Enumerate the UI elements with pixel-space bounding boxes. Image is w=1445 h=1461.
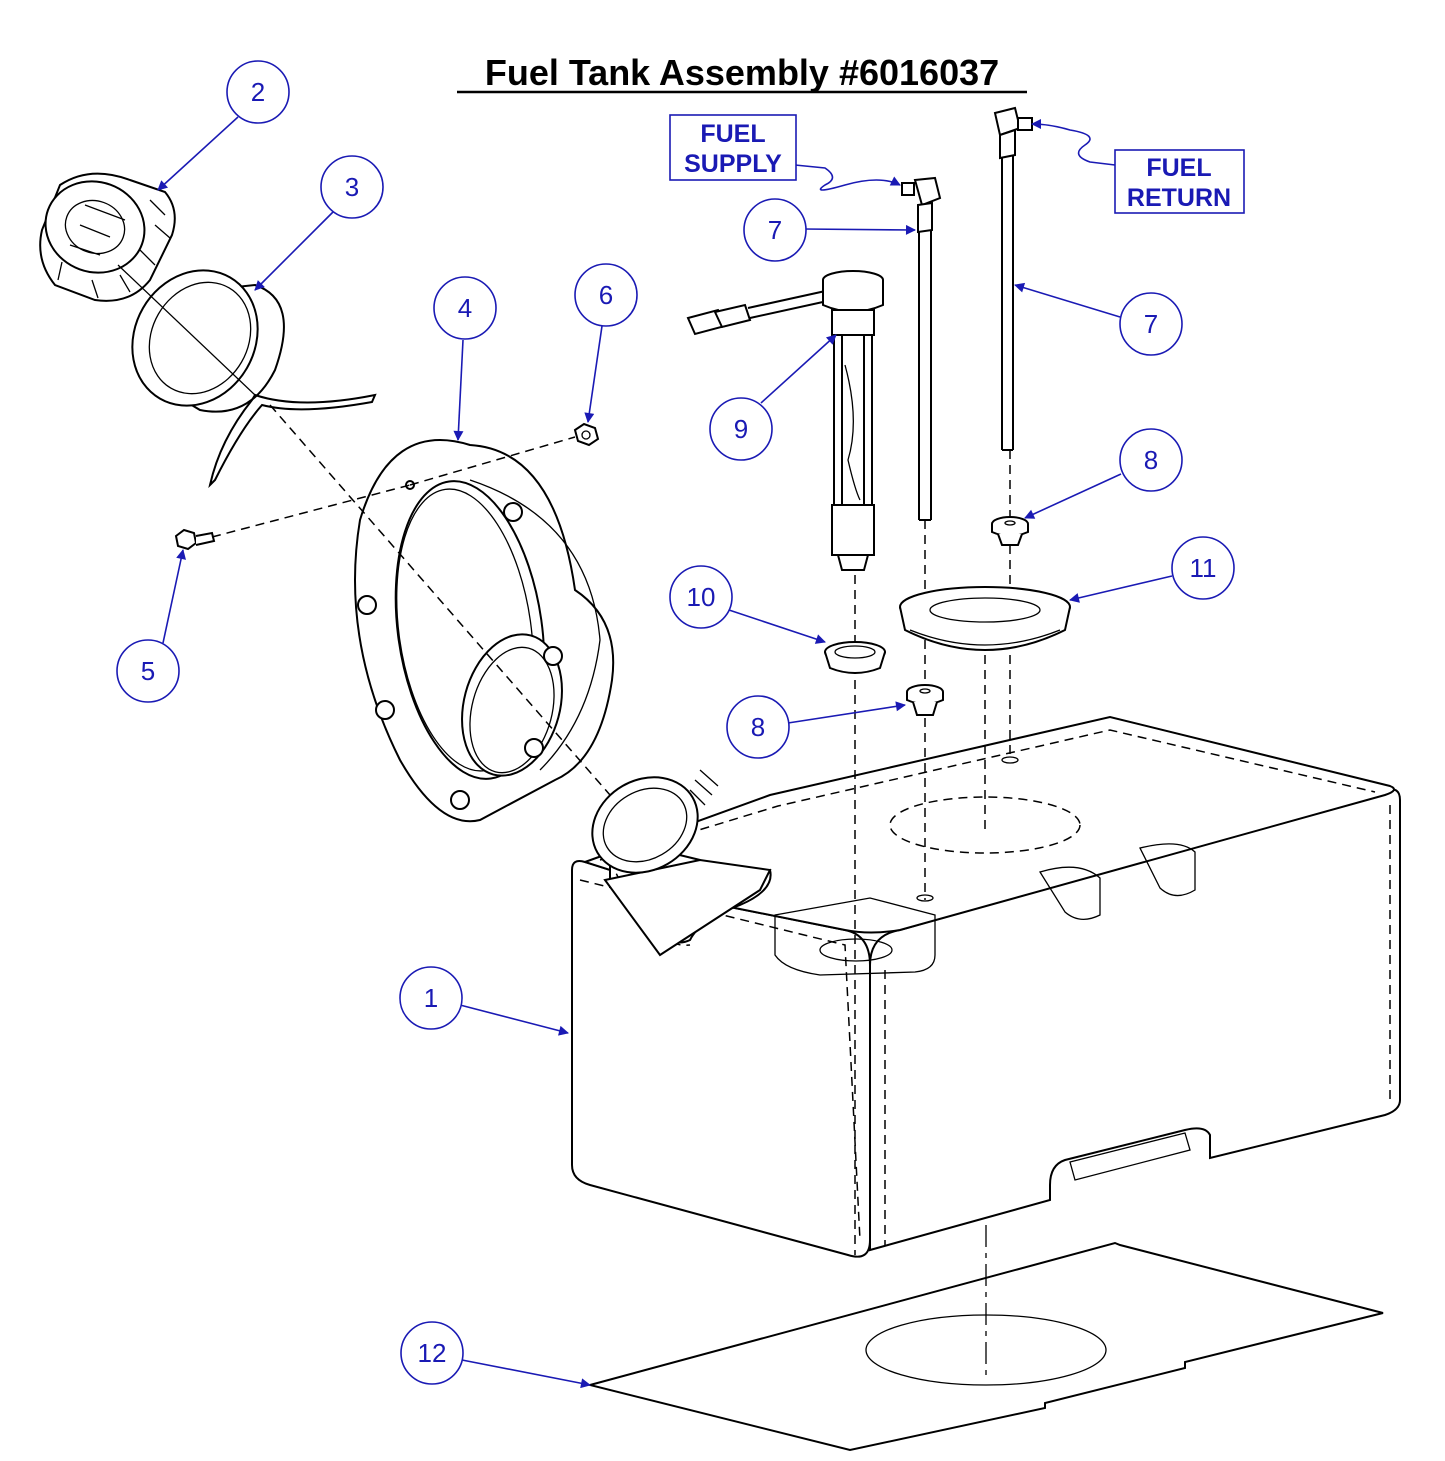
part-supply-tube [901, 176, 942, 521]
callout-12: 12 [400, 1321, 464, 1385]
svg-text:5: 5 [141, 656, 155, 686]
svg-text:2: 2 [251, 77, 265, 107]
part-flange-nut [573, 422, 600, 447]
callout-8-lower: 8 [726, 695, 790, 759]
callout-7-return: 7 [1119, 292, 1183, 356]
svg-text:8: 8 [1144, 445, 1158, 475]
fuel-supply-label: FUEL SUPPLY [669, 114, 797, 181]
callout-leaders [157, 116, 1173, 1389]
callout-3: 3 [320, 155, 384, 219]
filler-neck [591, 769, 772, 957]
callout-10: 10 [669, 565, 733, 629]
part-grommet-lower [906, 684, 944, 716]
callout-2: 2 [226, 60, 290, 124]
fuel-return-label: FUEL RETURN [1114, 149, 1245, 214]
svg-text:9: 9 [734, 414, 748, 444]
svg-text:10: 10 [687, 582, 716, 612]
svg-text:11: 11 [1190, 553, 1217, 583]
callout-5: 5 [116, 639, 180, 703]
flange-bolts [357, 480, 563, 810]
callout-6: 6 [574, 263, 638, 327]
part-fuel-level-sender [686, 270, 884, 571]
part-flange-bolt [174, 528, 216, 551]
svg-text:FUEL: FUEL [700, 120, 765, 148]
callout-11: 11 [1171, 536, 1235, 600]
part-filler-flange [354, 439, 615, 823]
svg-text:7: 7 [1144, 309, 1158, 339]
part-mounting-ring [899, 586, 1071, 651]
part-sender-gasket [824, 641, 886, 674]
callout-8-upper: 8 [1119, 428, 1183, 492]
part-fuel-cap [39, 172, 256, 396]
callout-4: 4 [433, 276, 497, 340]
svg-text:FUEL: FUEL [1146, 154, 1211, 182]
part-grommet-upper [991, 516, 1029, 546]
callout-9: 9 [709, 397, 773, 461]
svg-text:6: 6 [599, 280, 613, 310]
svg-text:8: 8 [751, 712, 765, 742]
svg-text:12: 12 [418, 1338, 447, 1368]
svg-text:RETURN: RETURN [1127, 184, 1231, 212]
svg-text:1: 1 [424, 983, 438, 1013]
callout-7-supply: 7 [743, 198, 807, 262]
part-fuel-tank [571, 715, 1401, 1258]
svg-text:3: 3 [345, 172, 359, 202]
callout-1: 1 [399, 966, 463, 1030]
part-return-tube [993, 106, 1033, 451]
page-title: Fuel Tank Assembly #6016037 [485, 52, 999, 93]
svg-text:4: 4 [458, 293, 472, 323]
svg-text:SUPPLY: SUPPLY [684, 150, 782, 178]
svg-text:7: 7 [768, 215, 782, 245]
